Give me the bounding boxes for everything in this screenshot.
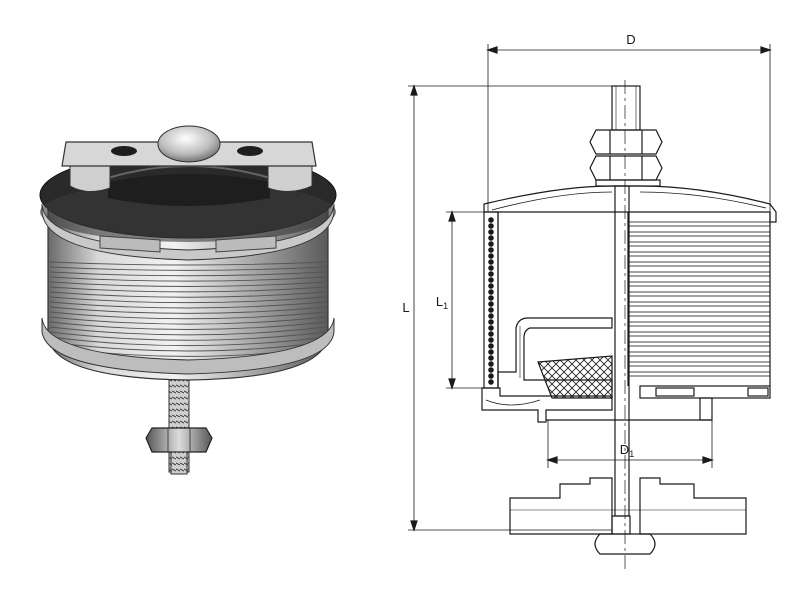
mesh-wire [488, 337, 494, 343]
screen-slot [627, 221, 771, 227]
screen-slot-line [49, 261, 327, 266]
dome-cap [157, 125, 221, 163]
screen-slot [627, 371, 771, 377]
screen-slot [627, 361, 771, 367]
label-d1: D [620, 442, 629, 457]
mesh-wire [488, 373, 494, 379]
mesh-wire [488, 241, 494, 247]
screen-slot-line [49, 286, 327, 293]
hex-nuts [589, 129, 663, 187]
mesh-wire [488, 367, 494, 373]
screen-slot-line [49, 266, 327, 271]
mesh-wire [488, 259, 494, 265]
screen-slot-line [49, 336, 327, 347]
bracket-hole-left [111, 146, 137, 156]
screen-slot [627, 241, 771, 247]
screen-slot [627, 341, 771, 347]
mesh-wire [488, 277, 494, 283]
screen-slot-line [49, 341, 327, 352]
technical-drawing: D L L1 [402, 32, 777, 570]
mesh-wire [488, 325, 494, 331]
svg-text:L1: L1 [436, 294, 448, 311]
bottom-nut [145, 427, 213, 453]
mesh-wire [488, 331, 494, 337]
mesh-wire [488, 379, 494, 385]
mesh-wire [488, 253, 494, 259]
screen-slot-line [49, 276, 327, 282]
screen-slot-line [49, 316, 327, 325]
label-d1-subscript: 1 [629, 449, 634, 459]
screen-slot-line [49, 296, 327, 304]
mesh-wire [488, 343, 494, 349]
product-photo [39, 125, 337, 475]
mesh-wire [488, 265, 494, 271]
base-plate [481, 387, 613, 423]
screen-slot [627, 271, 771, 277]
dimension-l: L [402, 84, 612, 532]
mesh-wire [488, 361, 494, 367]
label-d: D [626, 32, 635, 47]
mesh-wire [488, 307, 494, 313]
screen-slot-line [49, 311, 327, 320]
screen-slot-line [49, 281, 327, 287]
screen-slot [627, 291, 771, 297]
screen-slot-line [49, 321, 327, 330]
rubber-block [537, 355, 613, 399]
mesh-wire [488, 301, 494, 307]
screen-slot-line [49, 306, 327, 314]
screen-section-wall [483, 211, 499, 389]
mesh-wire [488, 247, 494, 253]
center-rod [614, 185, 630, 517]
mesh-wire [488, 295, 494, 301]
screen-slot [627, 321, 771, 327]
dimension-l1: L1 [436, 210, 490, 390]
bottom-flange [509, 477, 613, 535]
inner-housing [497, 317, 613, 392]
screen-slot [627, 231, 771, 237]
label-l1-subscript: 1 [443, 301, 448, 311]
cover-cap [483, 185, 777, 223]
label-l: L [402, 300, 409, 315]
screen-slot-line [49, 331, 327, 341]
mesh-wire [488, 319, 494, 325]
screen-slot [627, 301, 771, 307]
screen-slot-line [49, 271, 327, 277]
bottom-ring [41, 317, 335, 375]
dimension-d1: D1 [546, 420, 714, 468]
mesh-wire [488, 223, 494, 229]
screen-slot [627, 281, 771, 287]
screen-slot [627, 311, 771, 317]
mesh-wire [488, 289, 494, 295]
mesh-wire [488, 349, 494, 355]
screen-slot [627, 351, 771, 357]
mesh-wire [488, 235, 494, 241]
mesh-wire [488, 229, 494, 235]
bottom-round-nut [594, 533, 656, 555]
screen-slots [49, 261, 327, 357]
mesh-wire [488, 313, 494, 319]
screen-slot [627, 261, 771, 267]
screen-slot-line [49, 301, 327, 309]
slotted-screen [627, 221, 771, 377]
mesh-wire [488, 271, 494, 277]
screen-slot [627, 331, 771, 337]
mesh-wire [488, 283, 494, 289]
screen-slot-line [49, 326, 327, 336]
label-l1: L [436, 294, 443, 309]
mesh-wire [488, 355, 494, 361]
screen-slot [627, 251, 771, 257]
svg-text:D1: D1 [620, 442, 634, 459]
mesh-wire [488, 217, 494, 223]
screen-slot-line [49, 291, 327, 298]
bracket-hole-right [237, 146, 263, 156]
dimension-d: D [486, 32, 772, 212]
